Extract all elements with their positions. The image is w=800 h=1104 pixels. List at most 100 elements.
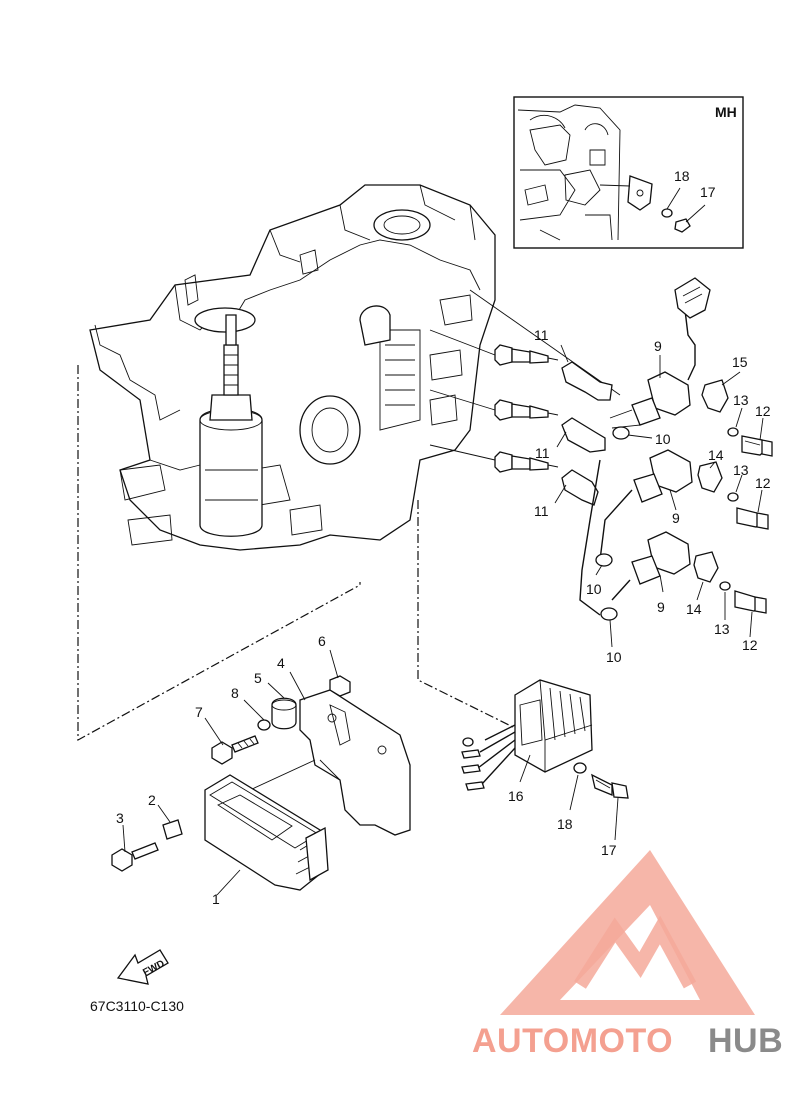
grommet-3 <box>600 607 618 621</box>
fwd-arrow-icon: FWD <box>116 949 169 985</box>
bolt-12c <box>734 590 767 614</box>
leader-upper <box>469 289 621 396</box>
callout-17: 17 <box>601 842 617 858</box>
clamp-15 <box>701 379 729 413</box>
leader-10c <box>609 619 613 648</box>
cdi-unit-1 <box>204 774 329 891</box>
leader-16 <box>519 754 531 783</box>
leader-13a <box>735 407 743 428</box>
leader-8 <box>243 699 265 721</box>
leader-18 <box>569 774 579 811</box>
assembly-line-right <box>417 500 516 729</box>
callout-6: 6 <box>318 633 326 649</box>
leader-10b <box>595 564 603 576</box>
leader-2 <box>157 804 171 823</box>
callout-12b: 12 <box>755 475 771 491</box>
leader-17 <box>614 797 619 841</box>
grommet-1 <box>612 426 630 440</box>
ignition-coil-2 <box>633 449 693 503</box>
leader-5 <box>267 682 285 699</box>
plug-cap-2 <box>561 417 606 453</box>
watermark-text-hub: HUB <box>708 1022 783 1060</box>
callout-14b: 14 <box>686 601 702 617</box>
bolt-3 <box>111 842 159 872</box>
inset-frame <box>513 96 744 249</box>
regulator-wires <box>477 724 516 785</box>
callout-10b: 10 <box>586 581 602 597</box>
bolt-12a <box>741 435 773 457</box>
leader-3 <box>122 824 126 853</box>
leader-4 <box>289 671 306 701</box>
grommet-2 <box>595 553 613 567</box>
bolt-7 <box>211 735 259 765</box>
terminal-4 <box>465 781 485 791</box>
callout-16: 16 <box>508 788 524 804</box>
terminal-2 <box>461 749 481 759</box>
washer-13a <box>727 427 739 437</box>
inset-label: MH <box>715 104 737 120</box>
leader-1 <box>216 869 241 896</box>
callout-13a: 13 <box>733 392 749 408</box>
ignition-coil-3 <box>631 531 691 585</box>
plug-cap-1 <box>561 361 613 401</box>
callout-13b: 13 <box>733 462 749 478</box>
clamp-14a <box>697 461 723 493</box>
leader-11a <box>560 344 569 363</box>
leader-14a <box>709 461 716 469</box>
plug-cap-3 <box>561 469 599 506</box>
leader-12b <box>757 489 763 513</box>
leader-plug2 <box>429 389 496 411</box>
leader-14b <box>696 581 704 601</box>
diagram-code: 67C3110-C130 <box>90 998 184 1014</box>
callout-13c: 13 <box>714 621 730 637</box>
callout-9a: 9 <box>654 338 662 354</box>
inset-mh <box>513 96 744 249</box>
bolt-17 <box>591 773 629 799</box>
grommet-5 <box>271 697 297 730</box>
callout-5: 5 <box>254 670 262 686</box>
washer-8 <box>257 719 271 731</box>
assembly-line-left <box>77 365 361 742</box>
leader-plug3 <box>429 444 496 461</box>
rectifier-regulator-16 <box>514 679 593 773</box>
inset-callout-18: 18 <box>674 168 690 184</box>
spark-plug-2 <box>494 399 559 421</box>
callout-10c: 10 <box>606 649 622 665</box>
collar-2 <box>162 819 183 840</box>
connector-plug <box>674 277 711 319</box>
washer-18 <box>573 762 587 774</box>
washer-13c <box>719 581 731 591</box>
callout-14a: 14 <box>708 447 724 463</box>
leader-11b <box>556 431 567 448</box>
callout-12c: 12 <box>742 637 758 653</box>
callout-12a: 12 <box>755 403 771 419</box>
clamp-14b <box>693 551 719 583</box>
coil-wire-harness <box>579 309 696 616</box>
leader-12c <box>749 611 753 638</box>
spark-plug-1 <box>494 344 559 366</box>
watermark-logo <box>500 850 755 1015</box>
leader-9c <box>659 574 664 593</box>
spark-plug-3 <box>494 451 559 473</box>
callout-11c: 11 <box>534 503 549 519</box>
leader-7 <box>204 717 224 746</box>
callout-11b: 11 <box>535 445 550 461</box>
callout-1: 1 <box>212 891 220 907</box>
leader-11c <box>554 484 567 504</box>
ignition-coil-1 <box>609 371 691 429</box>
callout-18: 18 <box>557 816 573 832</box>
callout-9c: 9 <box>657 599 665 615</box>
callout-7: 7 <box>195 704 203 720</box>
leader-15 <box>721 371 741 386</box>
inset-callout-17: 17 <box>700 184 716 200</box>
leader-13b <box>735 474 743 493</box>
leader-plug1 <box>429 329 496 356</box>
bolt-12b <box>736 507 769 530</box>
watermark-text-automoto: AUTOMOTO <box>472 1022 673 1060</box>
terminal-1 <box>462 737 474 747</box>
washer-13b <box>727 492 739 502</box>
callout-10a: 10 <box>655 431 671 447</box>
collar-6 <box>329 675 351 697</box>
callout-9b: 9 <box>672 510 680 526</box>
leader-9b <box>669 489 677 511</box>
